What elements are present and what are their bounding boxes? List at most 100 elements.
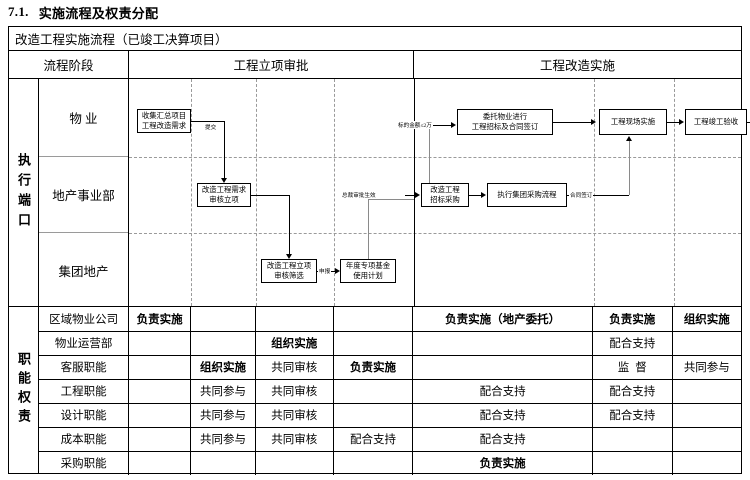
flow-node-delegate-bidding-contract-label: 委托物业进行 工程招标及合同签订 <box>471 112 539 131</box>
matrix-cell: 配合支持 <box>412 379 593 404</box>
column-guide-2 <box>256 79 257 306</box>
matrix-cell: 组织实施 <box>255 331 334 356</box>
flow-node-onsite-execution-label: 工程现场实施 <box>610 117 656 126</box>
matrix-cell <box>333 331 414 356</box>
matrix-cell: 共同参与 <box>672 355 741 380</box>
matrix-row: 区域物业公司负责实施负责实施（地产委托）负责实施组织实施 <box>39 307 741 332</box>
connector-review-to-screening-v <box>289 195 290 254</box>
matrix-cell: 配合支持 <box>333 427 414 452</box>
arrowhead-screening-to-fundplan <box>335 268 340 274</box>
connector-delegate-to-onsite <box>553 122 591 123</box>
matrix-cell: 负责实施 <box>592 307 673 332</box>
connector-fundplan-up <box>368 199 369 259</box>
flow-node-project-screening[interactable]: 改造工程立项 审核筛选 <box>261 259 317 283</box>
flow-node-onsite-execution[interactable]: 工程现场实施 <box>599 109 667 135</box>
matrix-cell: 配合支持 <box>592 403 673 428</box>
arrowhead-group-to-onsite <box>626 136 632 141</box>
flow-node-project-screening-label: 改造工程立项 审核筛选 <box>266 261 312 280</box>
matrix-cell: 共同审核 <box>255 403 334 428</box>
connector-fundplan-right <box>368 199 414 200</box>
matrix-cell <box>672 427 741 452</box>
arrowhead-review-to-screening <box>286 254 292 259</box>
flow-node-review-approval-label: 改造工程需求 审核立项 <box>201 185 247 204</box>
matrix-cell <box>190 331 256 356</box>
connector-acceptance-out <box>747 122 750 123</box>
connector-onsite-to-acceptance <box>667 122 679 123</box>
phase-divider <box>414 79 415 306</box>
responsibility-matrix: 职能权责 区域物业公司负责实施负责实施（地产委托）负责实施组织实施物业运营部组织… <box>9 307 741 475</box>
arrowhead-to-delegate <box>451 122 456 128</box>
connector-review-to-screening-h <box>251 195 289 196</box>
matrix-cell: 配合支持 <box>412 427 593 452</box>
lane-label-group-realestate: 集团地产 <box>58 264 109 279</box>
matrix-cell <box>672 451 741 475</box>
matrix-cell: 负责实施 <box>412 451 593 475</box>
matrix-side-label-text: 职能权责 <box>16 352 31 428</box>
connector-collect-to-review-h <box>191 121 224 122</box>
matrix-cell: 共同参与 <box>190 427 256 452</box>
matrix-cell: 共同审核 <box>255 427 334 452</box>
column-guide-1 <box>191 79 192 306</box>
arrowhead-into-bidding <box>415 192 420 198</box>
matrix-row: 客服职能组织实施共同审核负责实施监督共同参与 <box>39 355 741 380</box>
flow-node-completion-acceptance[interactable]: 工程竣工验收 <box>685 109 747 135</box>
flow-node-annual-fund-plan[interactable]: 年度专项基金 使用计划 <box>340 259 396 283</box>
matrix-cell <box>128 379 192 404</box>
flow-node-collect-requirements[interactable]: 收集汇总项目 工程改造需求 <box>137 109 191 133</box>
matrix-cell <box>672 403 741 428</box>
matrix-cell <box>412 331 593 356</box>
matrix-row: 采购职能 负责实施 <box>39 451 741 475</box>
matrix-cell <box>412 355 593 380</box>
header-stage-label: 流程阶段 <box>9 51 129 78</box>
matrix-cell <box>592 451 673 475</box>
matrix-cell <box>128 427 192 452</box>
arrowhead-collect-to-review <box>221 178 227 183</box>
matrix-row: 物业运营部组织实施配合支持 <box>39 331 741 356</box>
matrix-cell: 组织实施 <box>672 307 741 332</box>
flow-side-label-text: 执行端口 <box>16 152 31 233</box>
matrix-role-label: 采购职能 <box>39 451 130 475</box>
flow-node-group-procurement-process[interactable]: 执行集团采购流程 <box>487 183 567 207</box>
matrix-cell: 监督 <box>592 355 673 380</box>
connector-bidding-to-group-h <box>469 195 481 196</box>
column-guide-3 <box>334 79 335 306</box>
matrix-cell <box>333 451 414 475</box>
flow-node-annual-fund-plan-label: 年度专项基金 使用计划 <box>345 261 391 280</box>
matrix-cell <box>333 379 414 404</box>
matrix-table: 区域物业公司负责实施负责实施（地产委托）负责实施组织实施物业运营部组织实施配合支… <box>39 307 741 475</box>
matrix-cell <box>128 355 192 380</box>
matrix-cell <box>592 427 673 452</box>
section-number: 7.1. <box>8 4 29 19</box>
matrix-cell <box>128 331 192 356</box>
matrix-row: 设计职能共同参与共同审核配合支持配合支持 <box>39 403 741 428</box>
flow-node-group-procurement-process-label: 执行集团采购流程 <box>497 190 557 199</box>
flow-section: 执行端口 物 业 地产事业部 集团地产 收集汇总项 <box>9 79 750 307</box>
lane-label-realestate-division: 地产事业部 <box>39 157 128 233</box>
flow-node-review-approval[interactable]: 改造工程需求 审核立项 <box>197 183 251 207</box>
lane-label-property: 物 业 <box>39 79 128 157</box>
connector-group-to-onsite-h <box>567 195 629 196</box>
connector-bidding-up <box>429 125 430 183</box>
connector-to-delegate-h <box>429 125 451 126</box>
lane-divider-2 <box>129 233 741 234</box>
lane-name-column: 物 业 地产事业部 集团地产 <box>39 79 129 306</box>
matrix-side-label: 职能权责 <box>9 307 39 473</box>
matrix-cell <box>333 403 414 428</box>
matrix-cell <box>190 307 256 332</box>
matrix-cell <box>255 307 334 332</box>
matrix-role-label: 工程职能 <box>39 379 130 404</box>
arrowhead-bidding-to-group <box>481 192 486 198</box>
edge-label-amount-limit: 标的金额≤2万 <box>397 121 433 129</box>
connector-group-to-onsite-v <box>629 141 630 195</box>
matrix-cell: 配合支持 <box>592 379 673 404</box>
matrix-cell: 配合支持 <box>412 403 593 428</box>
arrowhead-delegate-to-onsite <box>591 119 596 125</box>
flow-node-bidding-procurement[interactable]: 改造工程 招标采购 <box>421 183 469 207</box>
section-heading: 7.1. 实施流程及权责分配 <box>8 2 742 22</box>
connector-collect-to-review-v <box>224 121 225 178</box>
section-title: 实施流程及权责分配 <box>38 5 159 21</box>
table-title-row: 改造工程实施流程（已竣工决算项目） <box>9 27 741 51</box>
header-phase-execution: 工程改造实施 <box>539 59 615 73</box>
flow-node-delegate-bidding-contract[interactable]: 委托物业进行 工程招标及合同签订 <box>457 109 553 135</box>
matrix-cell: 共同审核 <box>255 379 334 404</box>
